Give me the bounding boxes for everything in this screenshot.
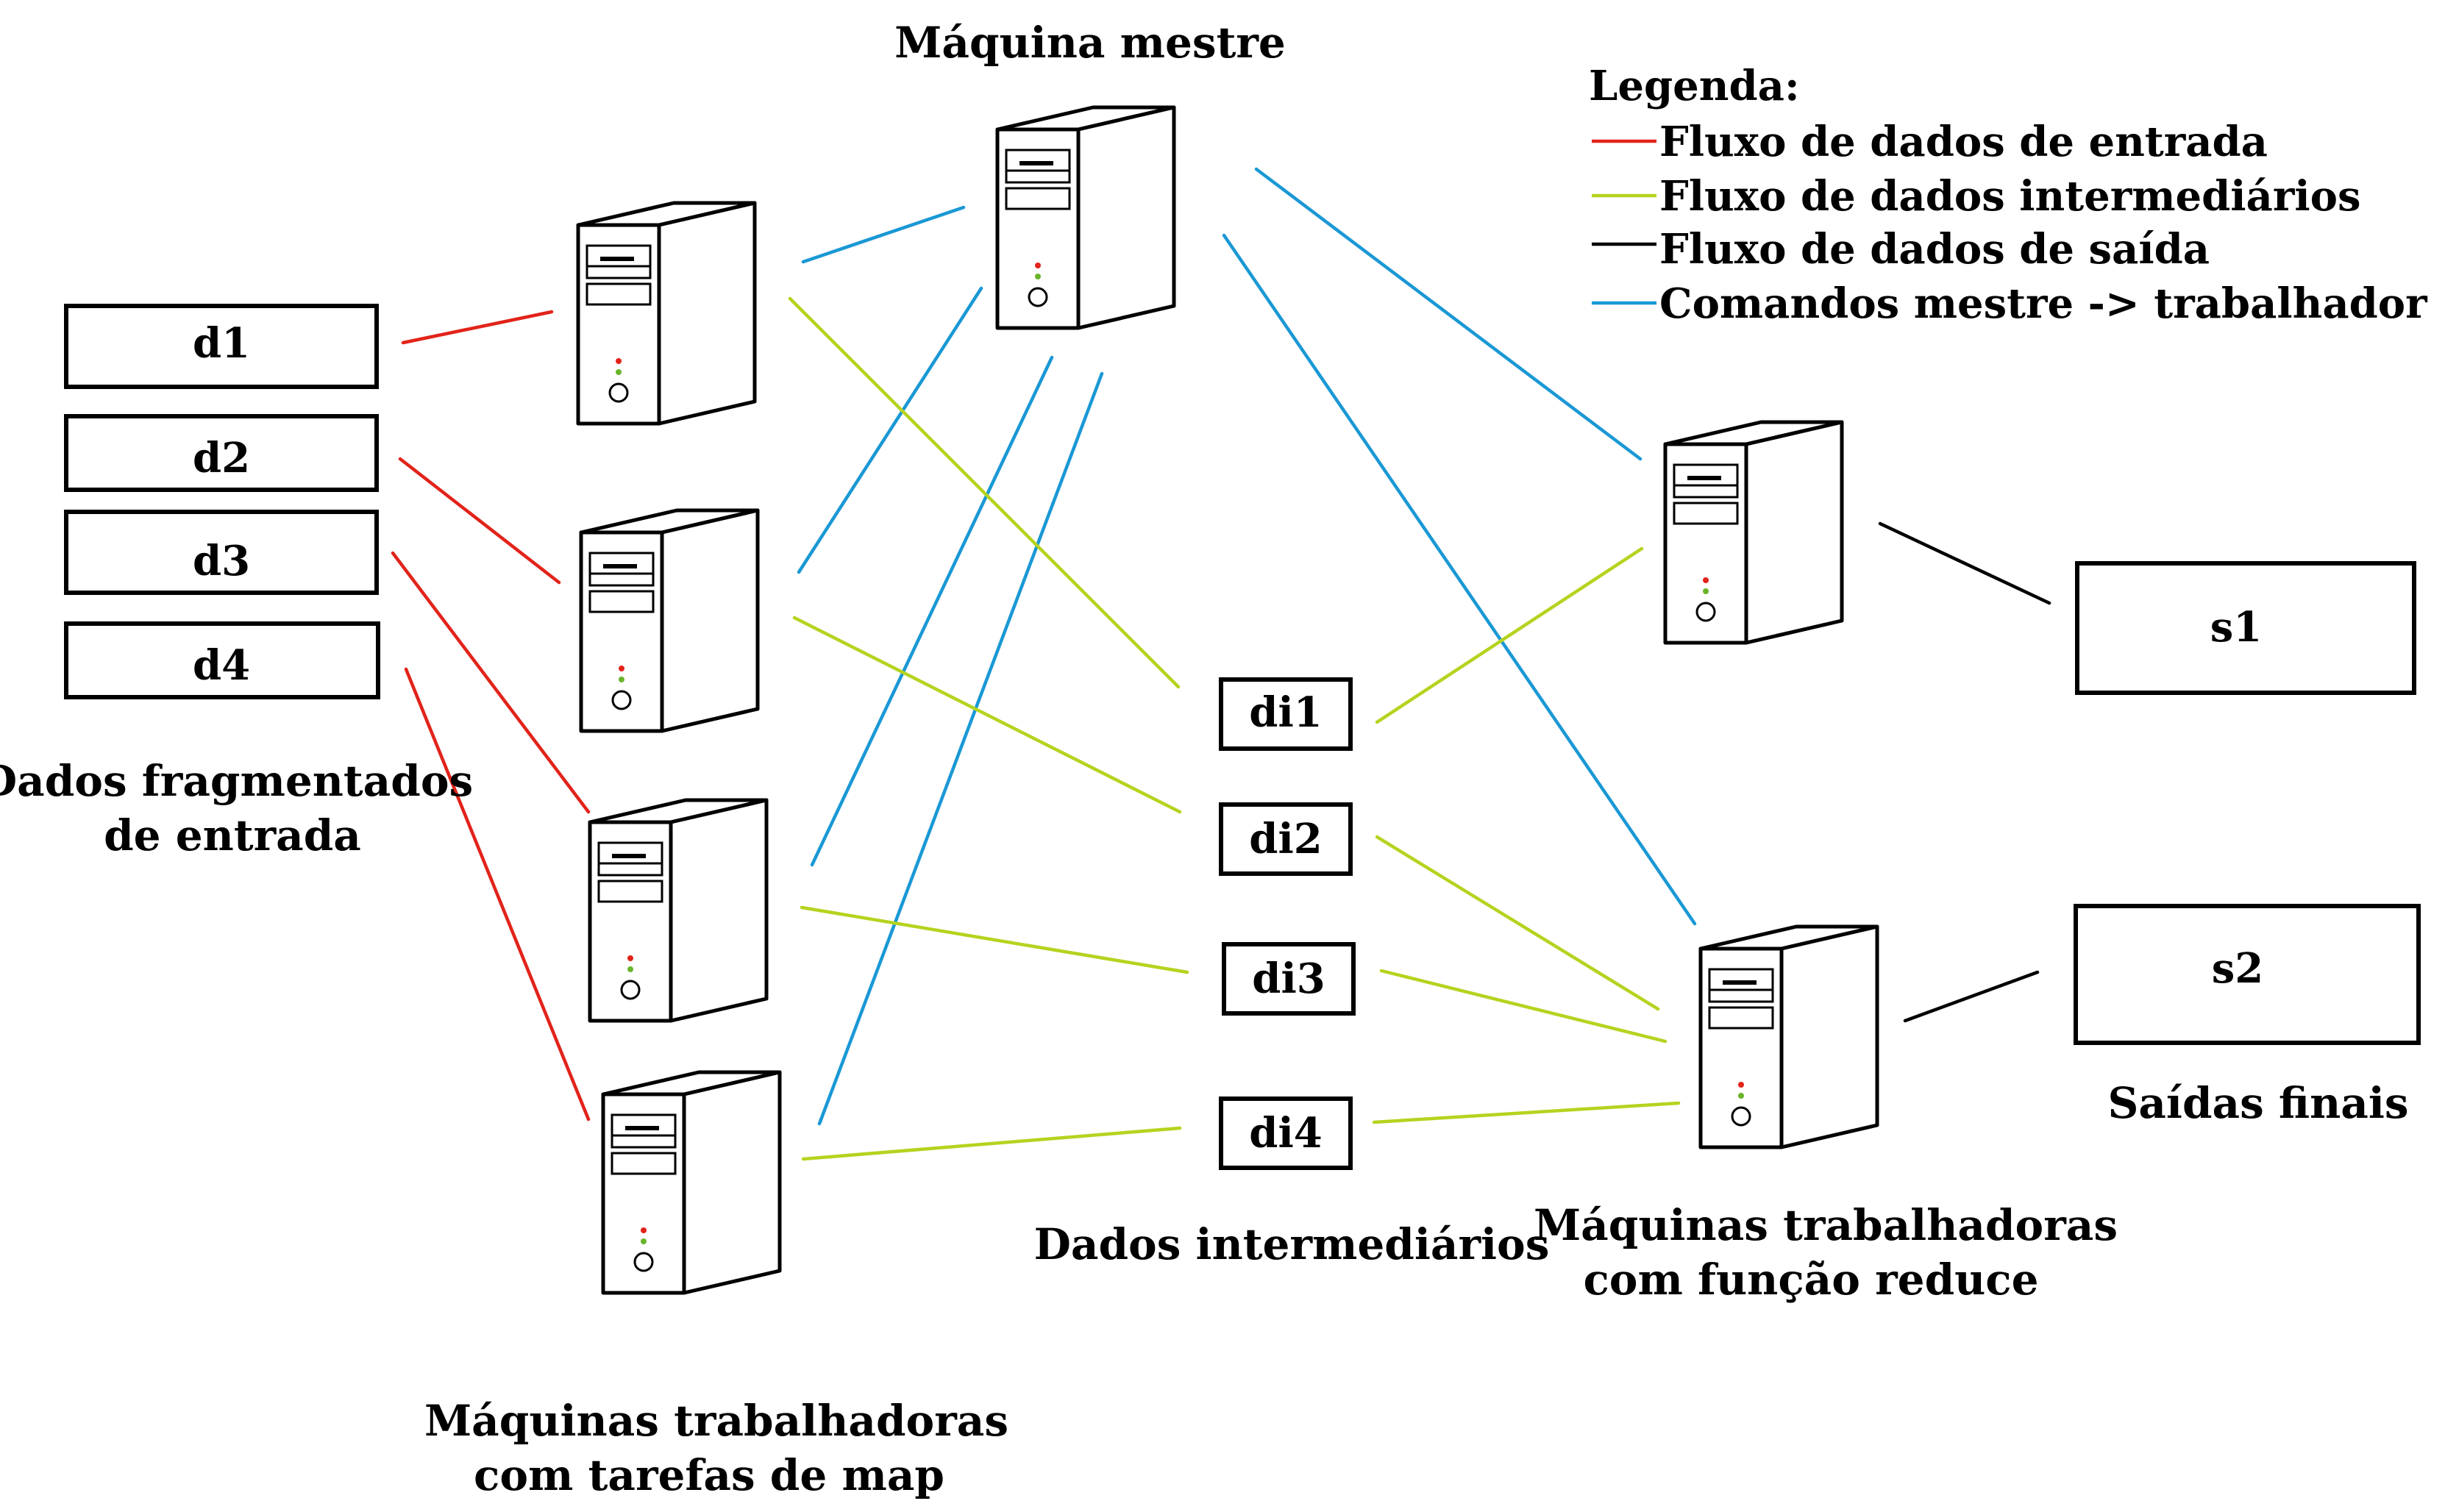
outputs-caption: Saídas finais (2107, 1078, 2408, 1128)
edge-di4-reduce2 (1372, 1101, 1681, 1124)
input-label-d3: d3 (193, 537, 250, 585)
output-label-s1: s1 (2210, 603, 2263, 652)
legend-label-intermediate: Fluxo de dados intermediários (1659, 172, 2360, 221)
output-box-s2: s2 (2074, 904, 2421, 1045)
legend-label-output: Fluxo de dados de saída (1659, 225, 2210, 274)
edge-master-reduce2 (1222, 233, 1697, 926)
intermediate-caption: Dados intermediários (1034, 1219, 1550, 1269)
edge-d4-map4 (404, 667, 591, 1121)
intermediate-label-di1: di1 (1249, 688, 1322, 737)
legend-label-command: Comandos mestre -> trabalhador (1659, 279, 2428, 328)
edge-reduce2-s2 (1903, 970, 2040, 1023)
input-box-d3: d3 (64, 510, 379, 595)
map-caption-line2: com tarefas de map (474, 1450, 944, 1500)
input-box-d1: d1 (64, 304, 379, 389)
master-computer-icon (997, 107, 1174, 328)
edge-di3-reduce2 (1379, 969, 1668, 1044)
intermediate-label-di4: di4 (1249, 1109, 1322, 1158)
inputs-caption-line1: Dados fragmentados (0, 756, 473, 806)
reduce-caption-line2: com função reduce (1583, 1255, 2038, 1305)
edge-d1-map1 (401, 310, 554, 345)
intermediate-box-di3: di3 (1222, 942, 1356, 1016)
edge-master-map1 (801, 205, 966, 264)
edge-map1-di1 (788, 296, 1181, 689)
legend-title: Legenda: (1589, 62, 1800, 110)
edges-group (391, 167, 2051, 1161)
edge-map4-di4 (801, 1126, 1182, 1161)
edge-master-map3 (810, 355, 1054, 867)
edge-di2-reduce2 (1375, 835, 1660, 1011)
input-label-d1: d1 (193, 319, 250, 368)
map-worker-4-computer-icon (603, 1072, 780, 1293)
input-box-d4: d4 (64, 621, 380, 699)
edge-map3-di3 (800, 905, 1189, 974)
edge-d3-map3 (391, 551, 591, 814)
map-worker-3-computer-icon (590, 800, 766, 1021)
intermediate-box-di2: di2 (1219, 802, 1353, 876)
intermediate-box-di1: di1 (1219, 677, 1353, 751)
input-box-d2: d2 (64, 414, 379, 492)
output-label-s2: s2 (2212, 944, 2264, 993)
inputs-caption-line2: de entrada (104, 810, 361, 860)
map-caption-line1: Máquinas trabalhadoras (424, 1396, 1008, 1446)
reduce-caption-line1: Máquinas trabalhadoras (1534, 1200, 2118, 1250)
edge-master-reduce1 (1254, 167, 1643, 461)
edge-d2-map2 (398, 457, 561, 585)
edge-master-map4 (817, 371, 1104, 1126)
reduce-worker-2-computer-icon (1701, 927, 1877, 1147)
master-title: Máquina mestre (894, 18, 1286, 68)
map-worker-1-computer-icon (578, 203, 755, 424)
edge-master-map2 (797, 286, 983, 574)
reduce-worker-1-computer-icon (1665, 422, 1842, 643)
input-label-d2: d2 (193, 434, 250, 482)
intermediate-label-di2: di2 (1249, 815, 1322, 863)
edge-map2-di2 (792, 616, 1182, 814)
edge-di1-reduce1 (1375, 546, 1644, 724)
legend: Legenda: Fluxo de dados de entrada Fluxo… (1589, 62, 2428, 328)
input-label-d4: d4 (193, 641, 250, 690)
intermediate-box-di4: di4 (1219, 1096, 1353, 1170)
edge-reduce1-s1 (1878, 521, 2051, 605)
intermediate-label-di3: di3 (1252, 955, 1325, 1003)
output-box-s1: s1 (2075, 561, 2416, 695)
map-worker-2-computer-icon (581, 510, 758, 731)
legend-label-input: Fluxo de dados de entrada (1659, 118, 2268, 166)
